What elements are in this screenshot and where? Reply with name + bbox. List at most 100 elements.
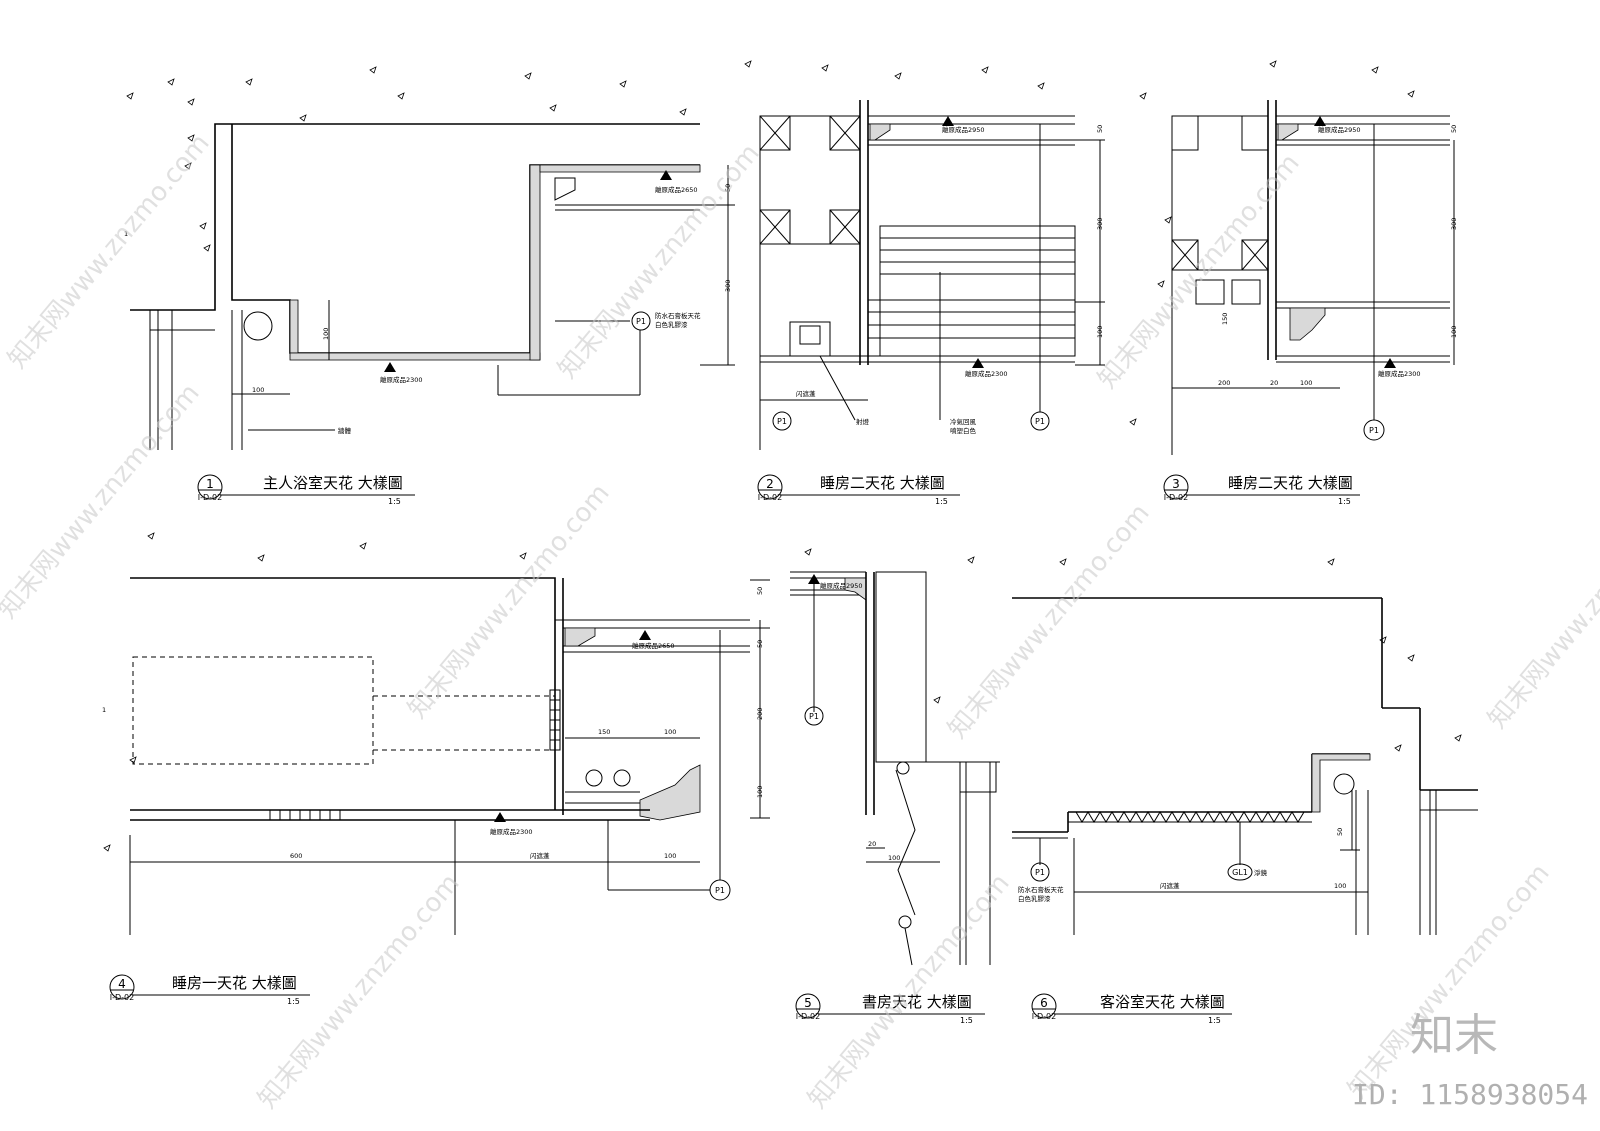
dim-100: 100: [888, 854, 900, 862]
detail-title: 書房天花 大樣圖: [862, 993, 972, 1011]
dim-20: 20: [868, 840, 876, 848]
tag-p1: P1: [1035, 868, 1045, 877]
note-waterproof-2: 白色乳膠漆: [655, 320, 688, 329]
detail-title: 睡房一天花 大樣圖: [172, 974, 297, 992]
tag-p1: P1: [636, 317, 646, 326]
ceiling-height-2300: 離原成品2300: [965, 369, 1008, 378]
note-waterproof-1: 防水石膏板天花: [1018, 885, 1064, 894]
edge-mark: 1: [102, 706, 106, 714]
dim-100: 100: [664, 728, 676, 736]
tag-p1: P1: [715, 886, 725, 895]
ceiling-height-2650: 離原成品2650: [655, 185, 698, 194]
watermark-diag: 知末网www.znzmo.com: [402, 478, 615, 724]
title-block-1: 1 I-D-02 主人浴室天花 大樣圖 1:5: [197, 474, 415, 506]
detail-title: 睡房二天花 大樣圖: [820, 474, 945, 492]
detail-5: P1 離原成品2950 20 100: [790, 571, 1000, 966]
ceiling-height-2950: 離原成品2950: [1318, 125, 1361, 134]
detail-scale: 1:5: [388, 497, 401, 506]
dim-150: 150: [1221, 313, 1229, 325]
ceiling-height-2650: 離原成品2650: [632, 641, 675, 650]
sheet-ref: I-D-02: [758, 493, 782, 502]
sheet-ref: I-D-02: [1164, 493, 1188, 502]
watermark-diag: 知末网www.znzmo.com: [802, 868, 1015, 1114]
detail-number: 5: [804, 996, 812, 1010]
detail-scale: 1:5: [1338, 497, 1351, 506]
dim-100: 100: [252, 386, 264, 394]
watermark-diag: 知末网www.znzmo.com: [1482, 488, 1600, 734]
dim-300: 300: [724, 280, 732, 292]
dim-600: 600: [290, 852, 302, 860]
ceiling-height-2950: 離原成品2950: [942, 125, 985, 134]
watermark-diag: 知末网www.znzmo.com: [1342, 858, 1555, 1104]
concrete-hatch-marks: [103, 60, 1462, 852]
edge-mark: 1: [124, 230, 128, 238]
title-block-2: 2 I-D-02 睡房二天花 大樣圖 1:5: [757, 474, 960, 506]
dim-100: 100: [1300, 379, 1312, 387]
dim-50: 50: [724, 184, 732, 192]
opening-label: 闪遮蓬: [796, 389, 816, 398]
opening-label: 闪遮蓬: [1160, 881, 1180, 890]
tag-p1: P1: [1369, 426, 1379, 435]
detail-scale: 1:5: [1208, 1016, 1221, 1025]
detail-scale: 1:5: [287, 997, 300, 1006]
dim-50: 50: [756, 640, 764, 648]
watermark-logo: 知末: [1410, 1010, 1498, 1061]
dim-200: 200: [1218, 379, 1230, 387]
watermark-diag: 知末网www.znzmo.com: [552, 138, 765, 384]
dim-150: 150: [598, 728, 610, 736]
detail-1: P1 防水石膏板天花 白色乳膠漆 離原成品2300 離原成品2650 牆體 10…: [124, 123, 735, 450]
detail-3: P1 離原成品2950 離原成品2300 200 20 100 150 50 3…: [1171, 100, 1458, 455]
note-aircon-1: 冷氣回風: [950, 417, 977, 426]
title-block-6: 6 I-D-02 客浴室天花 大樣圖 1:5: [1031, 993, 1232, 1025]
tag-p1: P1: [1035, 417, 1045, 426]
note-mirror: 淨鏡: [1254, 868, 1268, 877]
detail-2: P1 P1 離原成品2950 離原成品2300 冷氣回風 噴塑白色 射燈 闪遮蓬…: [759, 100, 1105, 450]
title-block-3: 3 I-D-02 睡房二天花 大樣圖 1:5: [1163, 474, 1360, 506]
dim-20: 20: [1270, 379, 1278, 387]
detail-title: 主人浴室天花 大樣圖: [263, 474, 403, 492]
detail-title: 客浴室天花 大樣圖: [1100, 993, 1225, 1011]
tag-p1: P1: [777, 417, 787, 426]
note-wall: 牆體: [338, 426, 352, 435]
sheet-ref: I-D-02: [796, 1012, 820, 1021]
tag-gl1: GL1: [1232, 868, 1248, 877]
detail-number: 2: [766, 477, 774, 491]
sheet-ref: I-D-02: [1032, 1012, 1056, 1021]
ceiling-height-2300: 離原成品2300: [380, 375, 423, 384]
watermark-id: ID: 1158938054: [1352, 1078, 1588, 1111]
sheet-ref: I-D-02: [198, 493, 222, 502]
ceiling-height-2950: 離原成品2950: [820, 581, 863, 590]
note-waterproof-1: 防水石膏板天花: [655, 311, 701, 320]
watermark-diag: 知末网www.znzmo.com: [1092, 148, 1305, 394]
dim-100: 100: [1450, 326, 1458, 338]
dim-300: 300: [1096, 218, 1104, 230]
dim-200: 200: [756, 708, 764, 720]
detail-number: 4: [118, 977, 126, 991]
title-block-5: 5 I-D-02 書房天花 大樣圖 1:5: [795, 993, 985, 1025]
dim-50: 50: [756, 587, 764, 595]
dim-100: 100: [1096, 326, 1104, 338]
ceiling-height-2300: 離原成品2300: [490, 827, 533, 836]
watermark-diag: 知末网www.znzmo.com: [2, 128, 215, 374]
detail-number: 3: [1172, 477, 1180, 491]
note-waterproof-2: 白色乳膠漆: [1018, 894, 1051, 903]
tag-p1: P1: [809, 712, 819, 721]
dim-100-v: 100: [322, 328, 330, 340]
sheet-ref: I-D-02: [110, 993, 134, 1002]
detail-title: 睡房二天花 大樣圖: [1228, 474, 1353, 492]
dim-50: 50: [1096, 125, 1104, 133]
note-vent: 射燈: [856, 417, 870, 426]
dim-50: 50: [1450, 125, 1458, 133]
detail-scale: 1:5: [960, 1016, 973, 1025]
watermark-diag: 知末网www.znzmo.com: [0, 378, 206, 624]
detail-4: P1 離原成品2300 離原成品2650 闪遮蓬 600 100 150 100…: [102, 577, 770, 935]
note-aircon-2: 噴塑白色: [950, 426, 977, 435]
dim-50: 50: [1336, 828, 1344, 836]
detail-6: P1 GL1 淨鏡 防水石膏板天花 白色乳膠漆 闪遮蓬 100 50: [1012, 597, 1478, 935]
opening-label: 闪遮蓬: [530, 851, 550, 860]
dim-100: 100: [756, 786, 764, 798]
ceiling-height-2300: 離原成品2300: [1378, 369, 1421, 378]
dim-300: 300: [1450, 218, 1458, 230]
detail-number: 6: [1040, 996, 1048, 1010]
